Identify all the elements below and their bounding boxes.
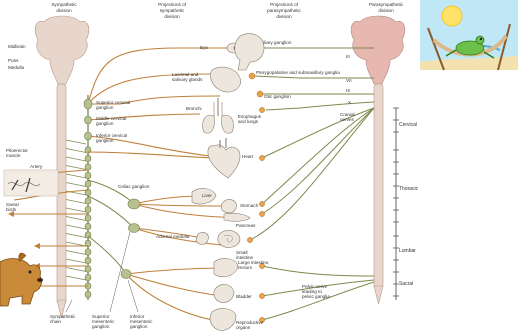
svg-text:division: division xyxy=(276,14,292,19)
pancreas-organ xyxy=(224,213,250,221)
parasympathetic-spinal-cord xyxy=(374,84,383,289)
svg-text:Projections of: Projections of xyxy=(270,2,299,7)
header-sympathetic: Sympathetic division xyxy=(51,2,77,13)
preganglionic-fiber xyxy=(66,242,86,246)
preganglionic-fiber xyxy=(66,251,86,255)
middle-cervical-ganglion-label-2: ganglion xyxy=(96,121,114,126)
lacrimal-label-2: salivary glands xyxy=(172,77,203,82)
lumbar-label: Lumbar xyxy=(399,248,416,254)
terminal-ganglia xyxy=(247,107,264,322)
large-intestine-label-2: rectum xyxy=(238,265,252,270)
skin-inset xyxy=(4,170,58,196)
cranial-nerve-vii: VII xyxy=(346,78,352,83)
salivary-glands-organ xyxy=(210,67,240,92)
stomach-organ xyxy=(221,199,236,212)
bladder-label: Bladder xyxy=(236,294,252,299)
preganglionic-fiber xyxy=(66,166,86,170)
cranial-nerve-iii: III xyxy=(346,54,350,59)
inferior-mesenteric-ganglion xyxy=(121,270,131,279)
midbrain-label: Midbrain xyxy=(8,44,26,49)
preganglionic-fiber xyxy=(66,208,86,212)
lungs-organ xyxy=(202,98,233,133)
stomach-label: Stomach xyxy=(240,203,259,208)
svg-text:Parasympathetic: Parasympathetic xyxy=(369,2,404,7)
preganglionic-fiber xyxy=(66,268,86,272)
preganglionic-fiber xyxy=(66,217,86,221)
piloerector-label-2: muscle xyxy=(6,153,21,158)
large-intestine-organ xyxy=(214,259,238,277)
preganglionic-fiber xyxy=(66,183,86,187)
liver-label: Liver xyxy=(202,193,212,198)
artery-label: Artery xyxy=(30,164,43,169)
heart-label: Heart xyxy=(242,154,254,159)
parasympathetic-cauda xyxy=(374,286,383,304)
cranial-nerve-ix: IX xyxy=(346,88,350,93)
otic-ganglion-label: Otic ganglion xyxy=(264,94,291,99)
cartoon-dog-clipart xyxy=(0,253,43,306)
adrenal-organ xyxy=(196,232,208,244)
sweat-label-2: birds xyxy=(6,207,17,212)
superior-cervical-ganglion-label-2: ganglion xyxy=(96,105,114,110)
parasympathetic-projections xyxy=(250,48,374,320)
pelvic-nerve-label-3: pelvic ganglia xyxy=(302,294,330,299)
frog-hammock-clipart xyxy=(420,0,518,70)
cranial-nerves-label-2: nerves xyxy=(340,117,354,122)
header-projections-sympathetic: Projections of sympathetic division xyxy=(158,2,187,19)
preganglionic-fiber xyxy=(66,140,86,144)
svg-text:division: division xyxy=(378,8,394,13)
header-parasympathetic: Parasympathetic division xyxy=(369,2,404,13)
preganglionic-fiber xyxy=(66,259,86,263)
svg-text:division: division xyxy=(164,14,180,19)
cervical-ganglia xyxy=(84,99,92,140)
preganglionic-fiber xyxy=(66,225,86,229)
svg-text:parasympathetic: parasympathetic xyxy=(267,8,301,13)
pancreas-label: Pancreas xyxy=(236,223,256,228)
heart-organ xyxy=(208,138,240,178)
celiac-ganglion xyxy=(128,199,140,209)
preganglionic-fiber xyxy=(66,276,86,280)
svg-text:Projections of: Projections of xyxy=(158,2,187,7)
ciliary-ganglion-label: Ciliary ganglion xyxy=(260,40,292,45)
eye-label: Eye xyxy=(200,45,208,50)
pons-label: Pons xyxy=(8,58,19,63)
preganglionic-fiber xyxy=(66,234,86,238)
superior-mesenteric-label-3: ganglion xyxy=(92,324,110,329)
small-intestine-organ xyxy=(218,230,240,247)
sympathetic-chain-label-2: chain xyxy=(50,319,61,324)
chain-ganglion xyxy=(85,291,91,298)
celiac-ganglion-label: Celiac ganglion xyxy=(118,184,150,189)
inferior-mesenteric-label-3: ganglion xyxy=(130,324,148,329)
thoracic-label: Thoracic xyxy=(399,186,419,192)
pterygopalatine-ganglion-label: Pterygopalatine and submaxillary ganglia xyxy=(256,70,340,75)
esophagus-label-2: and lungs xyxy=(238,119,259,124)
parasympathetic-brainstem xyxy=(351,16,405,84)
preganglionic-fiber xyxy=(66,157,86,161)
region-brackets xyxy=(393,108,399,300)
cranial-nerve-x: X xyxy=(348,100,351,105)
superior-mesenteric-ganglion xyxy=(129,224,140,233)
svg-text:sympathetic: sympathetic xyxy=(160,8,185,13)
otic-ganglion xyxy=(257,91,263,97)
cervical-label: Cervical xyxy=(399,122,417,128)
bronchi-label: Bronchi xyxy=(186,106,202,111)
head-profile xyxy=(235,34,264,70)
sympathetic-spinal-cord xyxy=(57,84,66,304)
pterygopalatine-ganglion xyxy=(249,73,255,79)
reproductive-organ xyxy=(210,309,236,331)
svg-text:Sympathetic: Sympathetic xyxy=(51,2,77,7)
preganglionic-fiber xyxy=(66,200,86,204)
reproductive-label-2: organs xyxy=(236,325,251,330)
svg-text:division: division xyxy=(56,8,72,13)
inferior-cervical-ganglion-label-2: ganglion xyxy=(96,138,114,143)
bladder-organ xyxy=(214,285,234,303)
medulla-label: Medulla xyxy=(8,65,25,70)
preganglionic-fiber xyxy=(66,149,86,153)
sacral-label: Sacral xyxy=(399,281,413,287)
preganglionic-fiber xyxy=(66,174,86,178)
cord-to-chain-fibers xyxy=(66,140,86,280)
header-projections-parasympathetic: Projections of parasympathetic division xyxy=(267,2,301,19)
adrenal-label: Adrenal medulla xyxy=(156,234,190,239)
sympathetic-brainstem xyxy=(35,16,89,84)
